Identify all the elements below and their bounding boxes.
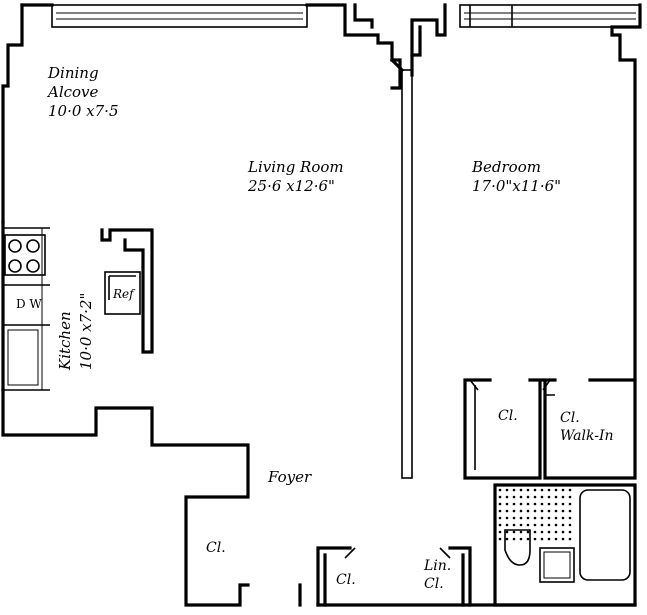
kitchen-fixtures: [1, 220, 154, 392]
walk-in-closet-label-line1: Cl.: [560, 410, 580, 426]
foyer-closet-label: Cl.: [206, 540, 226, 556]
wall-hall-closets: [316, 546, 472, 607]
dishwasher-label: D W: [16, 297, 42, 311]
living-room-name: Living Room: [248, 158, 344, 176]
hall-closet-label: Cl.: [336, 572, 356, 588]
wall-partition: [401, 69, 413, 479]
dining-alcove-size: 10·0 x7·5: [48, 102, 119, 120]
wall-west-north: [1, 3, 24, 224]
window-dining: [51, 4, 308, 28]
bedroom-name: Bedroom: [472, 158, 541, 176]
kitchen-name: Kitchen: [56, 311, 74, 370]
living-room-size: 25·6 x12·6": [248, 177, 335, 195]
dining-alcove-name-line2: Alcove: [48, 83, 99, 101]
bathroom-tile-grid: [498, 488, 572, 541]
wall-kitchen-lower: [1, 388, 250, 607]
bedroom-size: 17·0"x11·6": [472, 177, 562, 195]
walk-in-closet-label-line2: Walk-In: [560, 428, 614, 444]
wall-living-top: [20, 3, 402, 90]
window-bedroom: [459, 4, 641, 28]
bedroom-closet-label: Cl.: [498, 408, 518, 424]
dining-alcove-name-line1: Dining: [48, 64, 99, 82]
refrigerator-label: Ref: [113, 287, 134, 301]
kitchen-size: 10·0 x7·2": [77, 292, 95, 370]
linen-closet-label-line2: Cl.: [424, 576, 444, 592]
bathroom: [493, 483, 637, 607]
linen-closet-label-line1: Lin.: [424, 558, 452, 574]
wall-bedroom-closets: [463, 378, 637, 480]
foyer-name: Foyer: [268, 468, 312, 486]
wall-bedroom-north: [353, 3, 642, 382]
